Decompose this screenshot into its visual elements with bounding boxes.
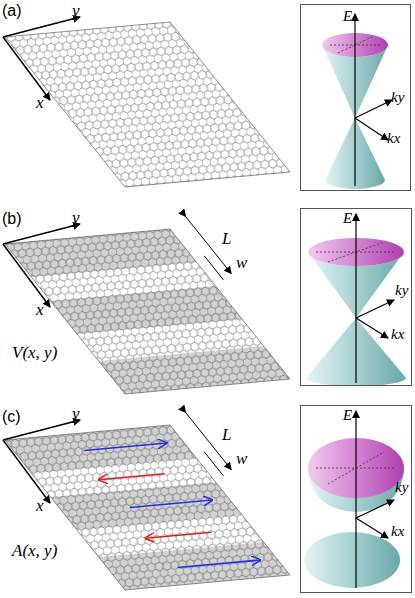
dimension-label: L bbox=[222, 426, 231, 443]
energy-axis-label: E bbox=[343, 9, 352, 24]
axis-label: x bbox=[36, 301, 44, 318]
dispersion-panel: Eky kx bbox=[300, 208, 412, 386]
energy-axis-label: E bbox=[343, 408, 352, 423]
axis-label: x bbox=[36, 497, 44, 514]
axis-label: y bbox=[72, 209, 80, 226]
dimension-label: L bbox=[222, 230, 231, 247]
panel-tag: (b) bbox=[2, 211, 22, 227]
dispersion-panel: Eky kx bbox=[300, 405, 412, 593]
dimension-label: w bbox=[236, 450, 247, 467]
axis-label: y bbox=[72, 405, 80, 422]
energy-axis-label: E bbox=[343, 211, 352, 226]
axis-label: y bbox=[72, 2, 80, 19]
kx-axis-label: kx bbox=[387, 131, 400, 146]
dispersion-panel: Eky kx bbox=[300, 4, 411, 191]
kx-axis-label: kx bbox=[391, 524, 404, 539]
field-label: V(x, y) bbox=[12, 344, 57, 361]
panel-tag: (a) bbox=[2, 3, 22, 19]
axis-label: x bbox=[36, 94, 44, 111]
kx-axis-label: kx bbox=[391, 327, 404, 342]
panel-tag: (c) bbox=[2, 409, 21, 425]
ky-axis-label: ky bbox=[395, 480, 408, 495]
dimension-label: w bbox=[236, 254, 247, 271]
ky-axis-label: ky bbox=[391, 90, 404, 105]
ky-axis-label: ky bbox=[395, 283, 408, 298]
field-label: A(x, y) bbox=[12, 542, 57, 559]
